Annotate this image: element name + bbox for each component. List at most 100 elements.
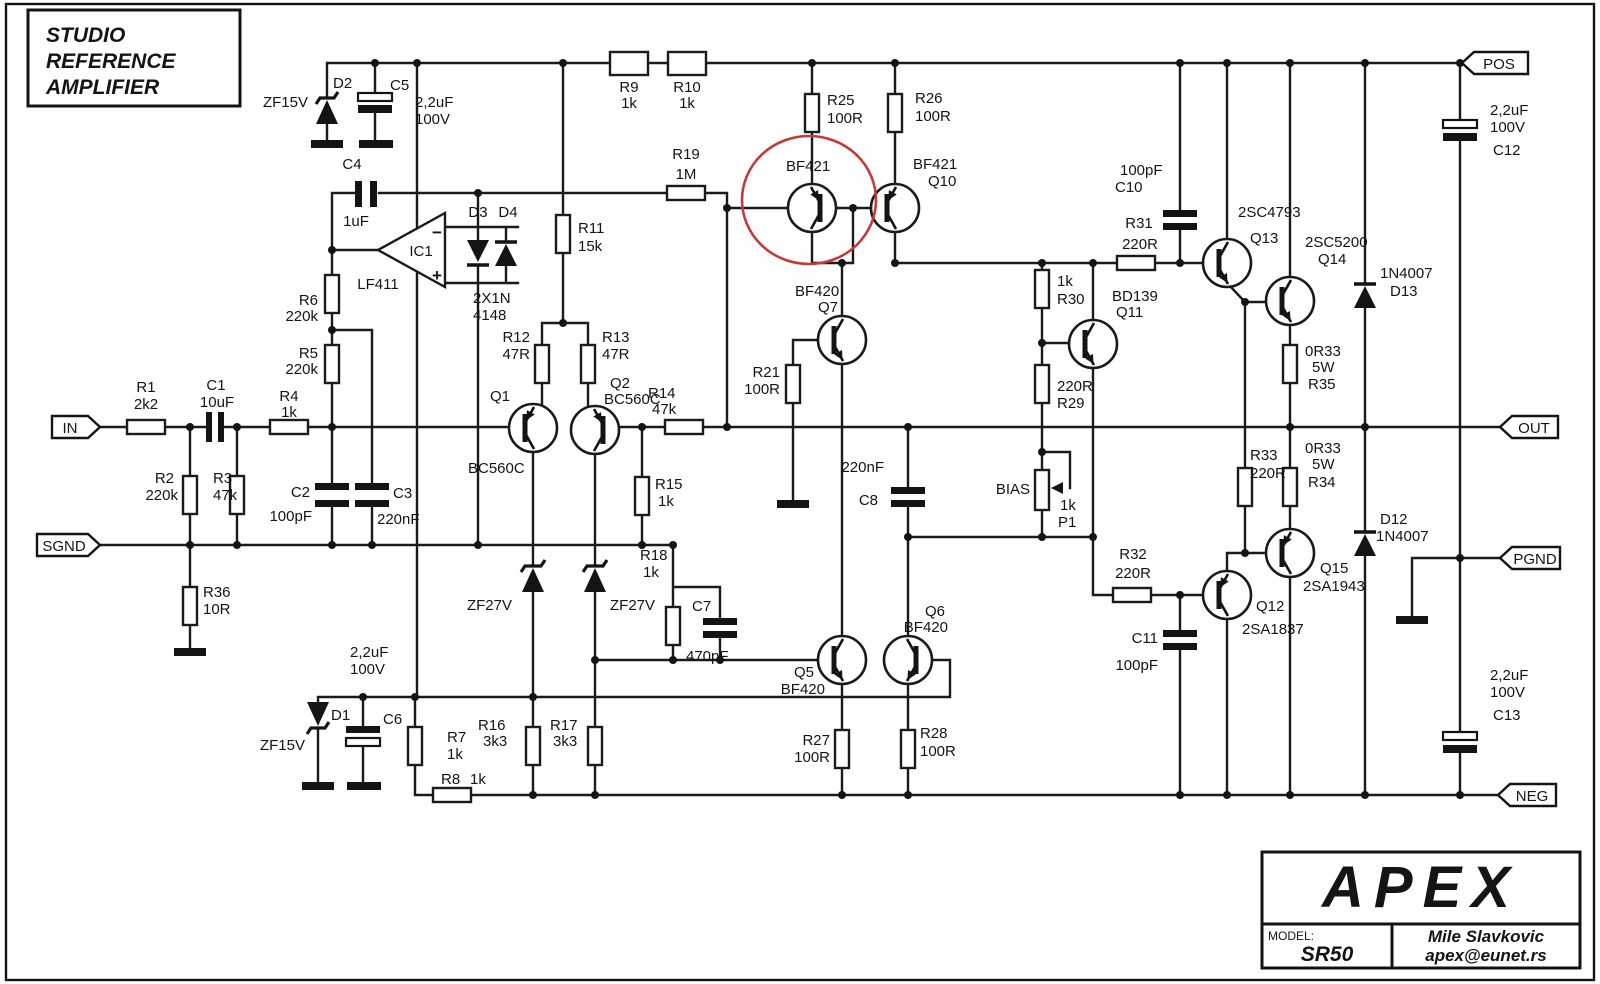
- author-email: apex@eunet.rs: [1425, 946, 1546, 965]
- transistor-Q6: [884, 636, 932, 684]
- opamp-plus: +: [432, 266, 442, 285]
- label-r36v: 10R: [203, 601, 231, 618]
- resistor-R32: [1111, 586, 1153, 604]
- label-r12v: 47R: [502, 346, 530, 363]
- label-p1v: 1k: [1060, 497, 1076, 514]
- resistor-R15: [633, 475, 651, 517]
- label-r21: R21: [752, 364, 780, 381]
- terminal-out: [1498, 414, 1560, 440]
- label-r35: R35: [1308, 376, 1336, 393]
- label-r18v: 1k: [643, 564, 659, 581]
- label-c3v: 220nF: [377, 511, 420, 528]
- label-r5v: 220k: [285, 361, 318, 378]
- label-q14: Q14: [1318, 251, 1346, 268]
- title-box: [26, 8, 242, 108]
- terminal-neg: [1496, 782, 1558, 808]
- label-q11: Q11: [1116, 304, 1143, 321]
- label-r27: R27: [802, 732, 830, 749]
- resistor-R2: [181, 474, 199, 516]
- label-c12v1: 2,2uF: [1490, 102, 1528, 119]
- transistor-Q11: [1069, 320, 1117, 368]
- opamp-minus: −: [432, 223, 442, 242]
- label-r7: R7: [447, 729, 466, 746]
- resistor-R31: [1115, 254, 1157, 272]
- label-q2p: BC560C: [604, 391, 661, 408]
- label-r30v: 1k: [1057, 273, 1073, 290]
- label-c13v1: 2,2uF: [1490, 667, 1528, 684]
- label-r8: R8: [441, 771, 460, 788]
- label-c2v: 100pF: [269, 508, 312, 525]
- diode-D13: [1354, 286, 1376, 308]
- label-r2: R2: [155, 470, 174, 487]
- label-r15v: 1k: [658, 493, 674, 510]
- resistor-R7: [406, 725, 424, 767]
- transistor-Q1: [509, 404, 557, 452]
- label-r25v: 100R: [827, 110, 863, 127]
- label-r28v: 100R: [920, 743, 956, 760]
- transistor-Q2: [571, 406, 619, 454]
- resistor-R8: [431, 786, 473, 804]
- potentiometer-P1: [1033, 468, 1051, 512]
- resistor-R18: [664, 605, 682, 647]
- label-d12: D12: [1380, 511, 1408, 528]
- label-r17: R17: [550, 717, 578, 734]
- zener-ZF27V-left: [522, 568, 544, 592]
- highlight-circle: [740, 134, 878, 266]
- label-r29: R29: [1057, 395, 1085, 412]
- resistors: [125, 50, 1299, 804]
- terminals: IN SGND POS OUT PGND NEG: [35, 50, 1562, 808]
- label-r4: R4: [279, 388, 298, 405]
- resistor-R27: [833, 728, 851, 770]
- resistor-R19: [665, 184, 707, 202]
- cap-C3: [355, 483, 389, 490]
- label-r33: R33: [1250, 447, 1278, 464]
- label-c5: C5: [390, 77, 409, 94]
- resistor-R16: [524, 725, 542, 767]
- title-line-3: AMPLIFIER: [45, 76, 160, 99]
- label-q13: Q13: [1250, 230, 1278, 247]
- label-r14: R14: [648, 385, 676, 402]
- label-c3: C3: [393, 485, 412, 502]
- label-c13v2: 100V: [1490, 684, 1525, 701]
- label-r1v: 2k2: [134, 396, 158, 413]
- zener-D2: [316, 100, 338, 124]
- resistor-R11: [554, 213, 572, 255]
- resistor-R30: [1033, 268, 1051, 310]
- title-block: STUDIO REFERENCE AMPLIFIER: [26, 8, 242, 108]
- label-c11v: 100pF: [1115, 657, 1158, 674]
- terminal-neg-label: NEG: [1516, 788, 1549, 805]
- label-r29v: 220R: [1057, 378, 1093, 395]
- resistor-R17: [586, 725, 604, 767]
- label-c2: C2: [291, 484, 310, 501]
- label-d12v: 1N4007: [1376, 528, 1429, 545]
- label-d3: D3: [468, 204, 487, 221]
- label-d2: D2: [333, 75, 352, 92]
- label-r13: R13: [602, 329, 630, 346]
- label-r35v1: 0R33: [1305, 343, 1341, 360]
- label-q15p: 2SA1943: [1303, 578, 1365, 595]
- label-c7: C7: [692, 598, 711, 615]
- component-labels: R1 2k2 C1 10uF R4 1k R2 220k R3 47k R36 …: [134, 75, 1528, 788]
- label-q6p: BF420: [904, 619, 948, 636]
- label-c6v2: 100V: [350, 661, 385, 678]
- label-d13v: 1N4007: [1380, 265, 1433, 282]
- label-c5v2: 100V: [415, 111, 450, 128]
- label-c10: C10: [1115, 179, 1143, 196]
- transistor-BF421-circled: [788, 184, 836, 232]
- resistor-R5: [323, 343, 341, 385]
- page-border: [4, 2, 1596, 982]
- resistor-R21: [784, 363, 802, 405]
- terminal-pos: [1460, 50, 1530, 76]
- label-d34v2: 4148: [473, 307, 506, 324]
- label-q12: Q12: [1256, 598, 1284, 615]
- zener-D1: [307, 702, 329, 726]
- resistor-R12: [533, 343, 551, 385]
- label-q5: Q5: [794, 664, 814, 681]
- label-q1: Q1: [490, 388, 510, 405]
- transistor-Q5: [818, 636, 866, 684]
- label-r32: R32: [1119, 546, 1147, 563]
- resistor-R34: [1281, 466, 1299, 508]
- label-r17v: 3k3: [553, 733, 577, 750]
- transistor-Q13: [1203, 239, 1251, 287]
- label-r26: R26: [915, 90, 943, 107]
